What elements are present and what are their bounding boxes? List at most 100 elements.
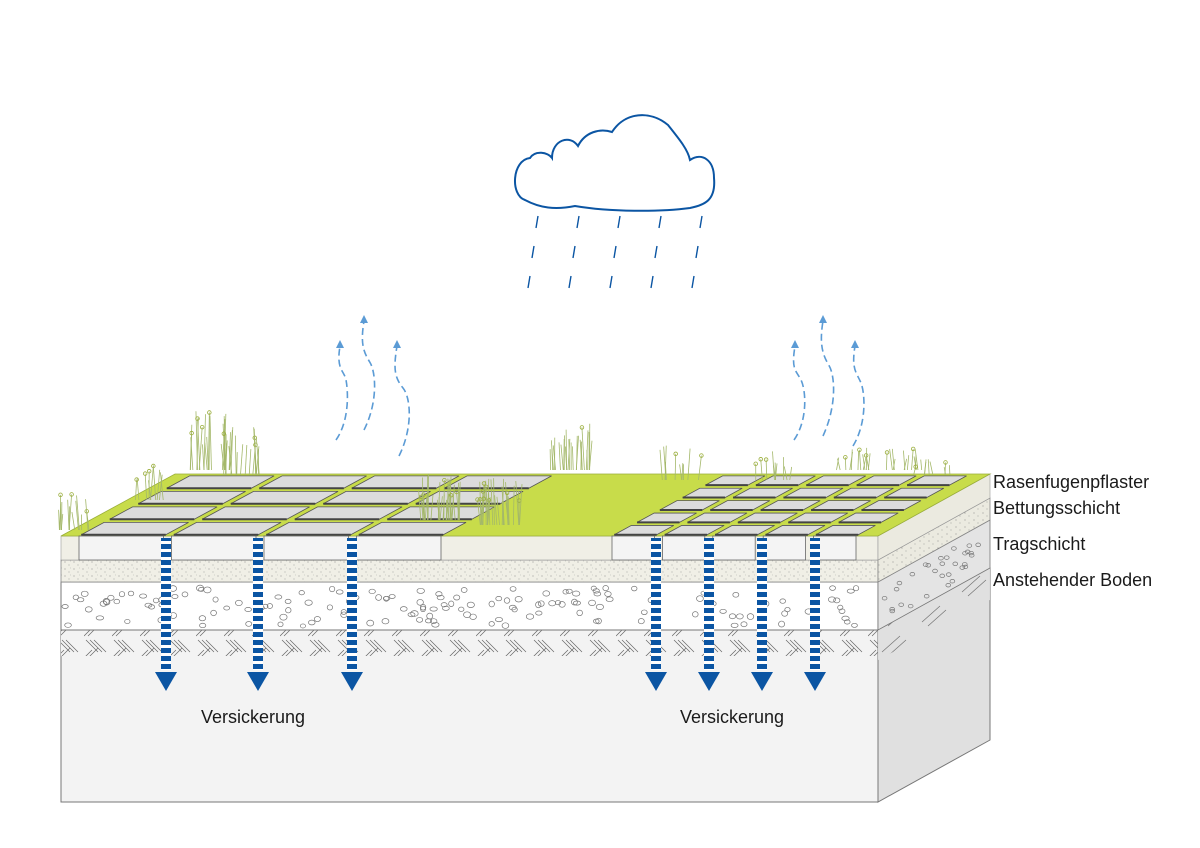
grass-blade	[156, 469, 161, 501]
paver-front	[263, 535, 349, 561]
grass-blade	[418, 490, 422, 521]
gravel-stone	[959, 565, 966, 570]
infiltration-arrow-head	[341, 672, 363, 691]
gravel-stone	[778, 620, 785, 628]
gravel-stone	[381, 618, 390, 625]
grass-blade	[68, 494, 73, 531]
gravel-stone	[595, 617, 602, 625]
gravel-stone	[889, 607, 895, 612]
grass-blade	[225, 440, 228, 476]
gravel-stone	[368, 588, 376, 595]
evaporation-arrow-head	[393, 340, 401, 348]
gravel-stone	[593, 591, 602, 597]
grass-blade	[506, 492, 509, 526]
grass-blade	[687, 448, 691, 481]
label-tragschicht: Tragschicht	[993, 534, 1086, 554]
grass-seedhead	[146, 469, 152, 474]
grass-blade	[585, 430, 589, 471]
grass-blade	[948, 465, 951, 476]
gravel-stone	[537, 600, 545, 607]
gravel-stone	[975, 542, 981, 547]
grass-blade	[906, 455, 910, 471]
grass-blade	[560, 444, 564, 471]
gravel-stone	[827, 596, 837, 603]
gravel-stone	[284, 598, 292, 604]
gravel-stone	[244, 607, 252, 612]
gravel-stone	[588, 599, 596, 607]
grass-blade	[71, 511, 76, 531]
gravel-stone	[740, 621, 748, 628]
gravel-stone	[313, 616, 321, 622]
gravel-stone	[488, 600, 495, 608]
grass-seedhead	[480, 489, 486, 494]
gravel-stone	[951, 546, 957, 551]
infiltration-arrow-shaft	[253, 538, 263, 670]
grass-blade	[248, 449, 252, 476]
grass-blade	[885, 452, 888, 471]
grass-blade	[859, 449, 862, 471]
grass-blade	[943, 467, 946, 476]
gravel-stone	[949, 579, 956, 584]
grass-blade	[924, 461, 927, 476]
grass-blade	[862, 454, 866, 471]
label-anstehender-boden: Anstehender Boden	[993, 570, 1153, 590]
gravel-stone	[95, 615, 105, 621]
bettungsschicht-front	[60, 559, 879, 583]
gravel-stone	[932, 568, 938, 574]
infiltration-arrow-shaft	[704, 538, 714, 670]
grass-blade	[487, 478, 490, 526]
grass-seedhead	[221, 431, 227, 436]
gravel-stone	[535, 601, 542, 609]
gravel-stone	[728, 613, 737, 620]
gravel-stone	[488, 621, 495, 627]
gravel-stone	[279, 613, 288, 621]
gravel-stone	[266, 603, 273, 609]
gravel-stone	[425, 618, 433, 624]
infiltration-arrow-shaft	[757, 538, 767, 670]
gravel-stone	[440, 602, 448, 608]
rain-drop	[613, 245, 617, 259]
rain-drop	[654, 245, 658, 259]
gravel-stone	[719, 608, 727, 614]
gravel-stone	[923, 594, 930, 599]
grass-blade	[451, 484, 455, 521]
gravel-stone	[595, 603, 604, 610]
gravel-stone	[781, 610, 789, 617]
grass-blade	[698, 455, 702, 481]
infiltration-arrow-head	[698, 672, 720, 691]
gravel-stone	[576, 609, 583, 617]
side-face-hatch	[878, 568, 990, 660]
grass-blade	[85, 499, 89, 531]
gravel-stone	[503, 597, 511, 604]
infiltration-arrow-head	[645, 672, 667, 691]
gravel-stone	[881, 596, 888, 601]
gravel-stone	[495, 617, 503, 623]
evaporation-arrow	[394, 345, 411, 457]
gravel-stone	[171, 594, 179, 599]
grass-blade	[228, 432, 231, 471]
grass-blade	[494, 495, 498, 526]
grass-seedhead	[199, 424, 205, 430]
grass-seedhead	[943, 460, 948, 465]
gravel-stone	[833, 597, 841, 604]
infiltration-arrows	[155, 538, 826, 691]
gravel-stone	[326, 604, 333, 611]
gravel-stone	[64, 622, 72, 628]
gravel-stone	[889, 608, 896, 614]
gravel-stone	[696, 595, 704, 602]
gravel-stone	[945, 583, 952, 588]
paver-front	[611, 535, 655, 561]
gravel-stone	[124, 619, 131, 624]
gravel-stone	[436, 594, 445, 601]
grass-seedhead	[481, 481, 487, 486]
gravel-stone	[945, 572, 952, 577]
grass-blade	[58, 509, 60, 531]
grass-blade	[420, 496, 424, 521]
gravel-stone	[952, 561, 959, 566]
grass-blade	[929, 461, 934, 476]
grass-blade	[75, 500, 79, 531]
gravel-stone	[127, 590, 135, 597]
grass-blade	[203, 414, 206, 471]
gravel-stone	[525, 613, 535, 620]
rain-drop	[535, 215, 539, 229]
